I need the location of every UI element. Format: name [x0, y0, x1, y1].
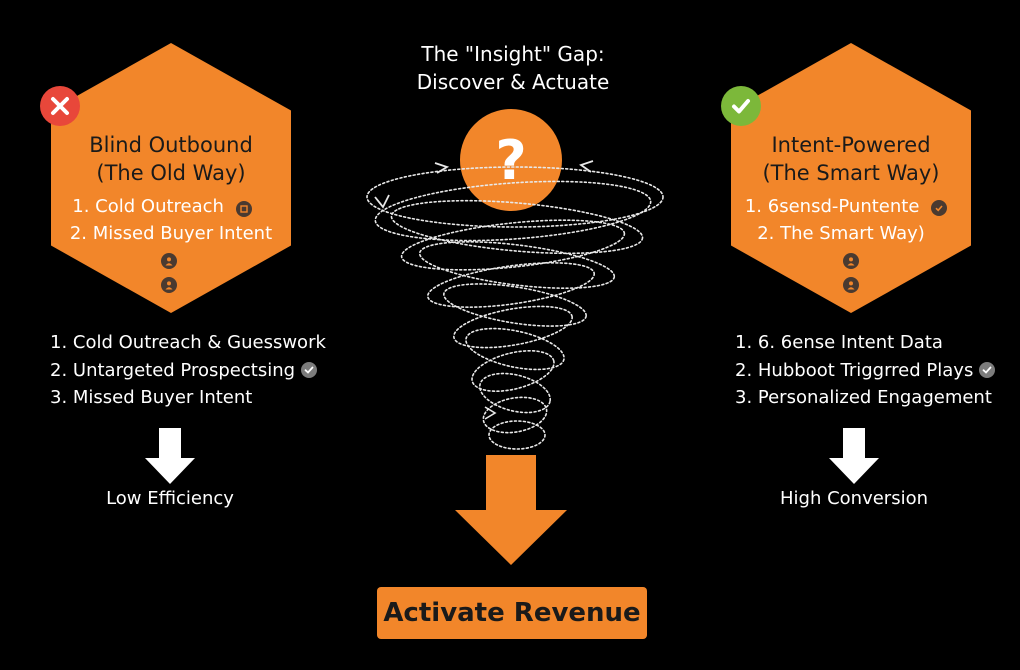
x-icon — [40, 86, 80, 126]
check-icon — [979, 362, 996, 378]
question-icon: ? — [460, 109, 562, 211]
smart-way-title: Intent-Powered (The Smart Way) — [762, 133, 940, 185]
center-title: The "Insight" Gap: Discover & Actuate — [416, 42, 610, 94]
old-way-hex-item: 1. Cold Outreach — [42, 195, 282, 219]
smart-way-result: High Conversion — [779, 488, 928, 509]
person-icon — [843, 277, 859, 293]
down-arrow-icon — [455, 455, 567, 565]
person-icon — [161, 277, 177, 293]
person-icon — [843, 253, 859, 269]
person-icon — [161, 253, 177, 269]
check-icon — [301, 362, 318, 378]
old-way-list-item: 1. Cold Outreach & Guesswork — [50, 332, 326, 353]
old-way-list-item: 3. Missed Buyer Intent — [50, 387, 253, 408]
old-way-list-item: 2. Untargeted Prospectsing — [50, 359, 318, 383]
old-way-hex-item: 2. Missed Buyer Intent — [69, 223, 273, 244]
smart-way-list-item: 2. Hubboot Triggrred Plays — [735, 359, 996, 383]
chip-icon — [235, 201, 252, 217]
smart-way-hex-item: 1. 6sensd-Puntente — [726, 195, 966, 219]
activate-revenue-button[interactable]: Activate Revenue — [377, 587, 647, 639]
smart-way-hex-item: 2. The Smart Way) — [757, 223, 925, 244]
check-icon — [721, 86, 761, 126]
check-icon — [931, 200, 948, 216]
down-arrow-icon — [829, 428, 879, 484]
funnel-vortex-icon — [366, 160, 664, 450]
smart-way-list-item: 3. Personalized Engagement — [735, 387, 992, 408]
old-way-result: Low Efficiency — [106, 488, 234, 509]
old-way-title: Blind Outbound (The Old Way) — [89, 133, 253, 185]
down-arrow-icon — [145, 428, 195, 484]
smart-way-list-item: 1. 6. 6ense Intent Data — [735, 332, 943, 353]
